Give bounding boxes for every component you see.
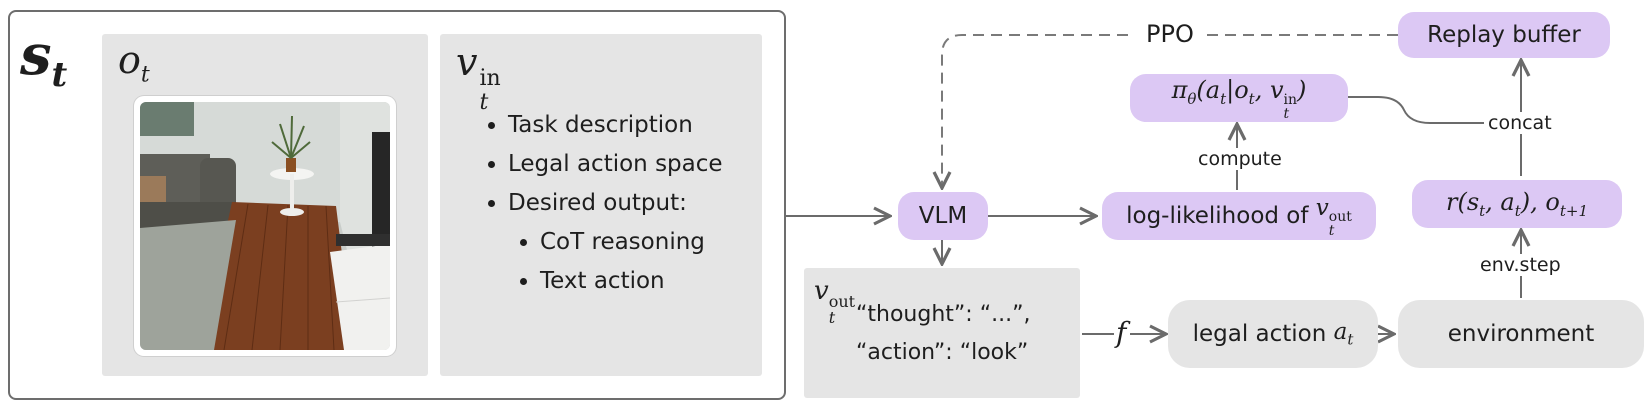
env-step-label: env.step [1476,254,1565,276]
living-room-scene-image [140,102,390,350]
bullet-desired-output: Desired output: [508,184,760,223]
reward-node: r(st, at), ot+1 [1412,180,1622,228]
replay-buffer-node: Replay buffer [1398,12,1610,58]
prompt-input-panel [440,34,762,376]
output-action-line: “action”: “look” [856,340,1029,365]
bullet-task-description: Task description [508,106,760,145]
output-thought-line: “thought”: “...”, [856,302,1031,327]
concat-label: concat [1484,112,1556,134]
arrow-policy-to-concat [1348,96,1521,124]
bullet-legal-action-space: Legal action space [508,145,760,184]
bullet-cot-reasoning: CoT reasoning [540,223,760,262]
f-label: f [1114,316,1129,349]
vlm-node: VLM [898,192,988,240]
arrow-ppo-dashed [942,34,1398,188]
compute-label: compute [1194,148,1286,170]
legal-action-node: legal action at [1168,300,1378,368]
state-symbol: st [20,22,68,95]
ppo-label: PPO [1134,20,1206,48]
environment-node: environment [1398,300,1644,368]
output-panel [804,268,1080,398]
state-frame [8,10,786,400]
observation-symbol: ot [118,38,150,88]
prompt-input-list: Task description Legal action space Desi… [476,106,760,301]
bullet-text-action: Text action [540,262,760,301]
observation-image-frame [134,96,396,356]
